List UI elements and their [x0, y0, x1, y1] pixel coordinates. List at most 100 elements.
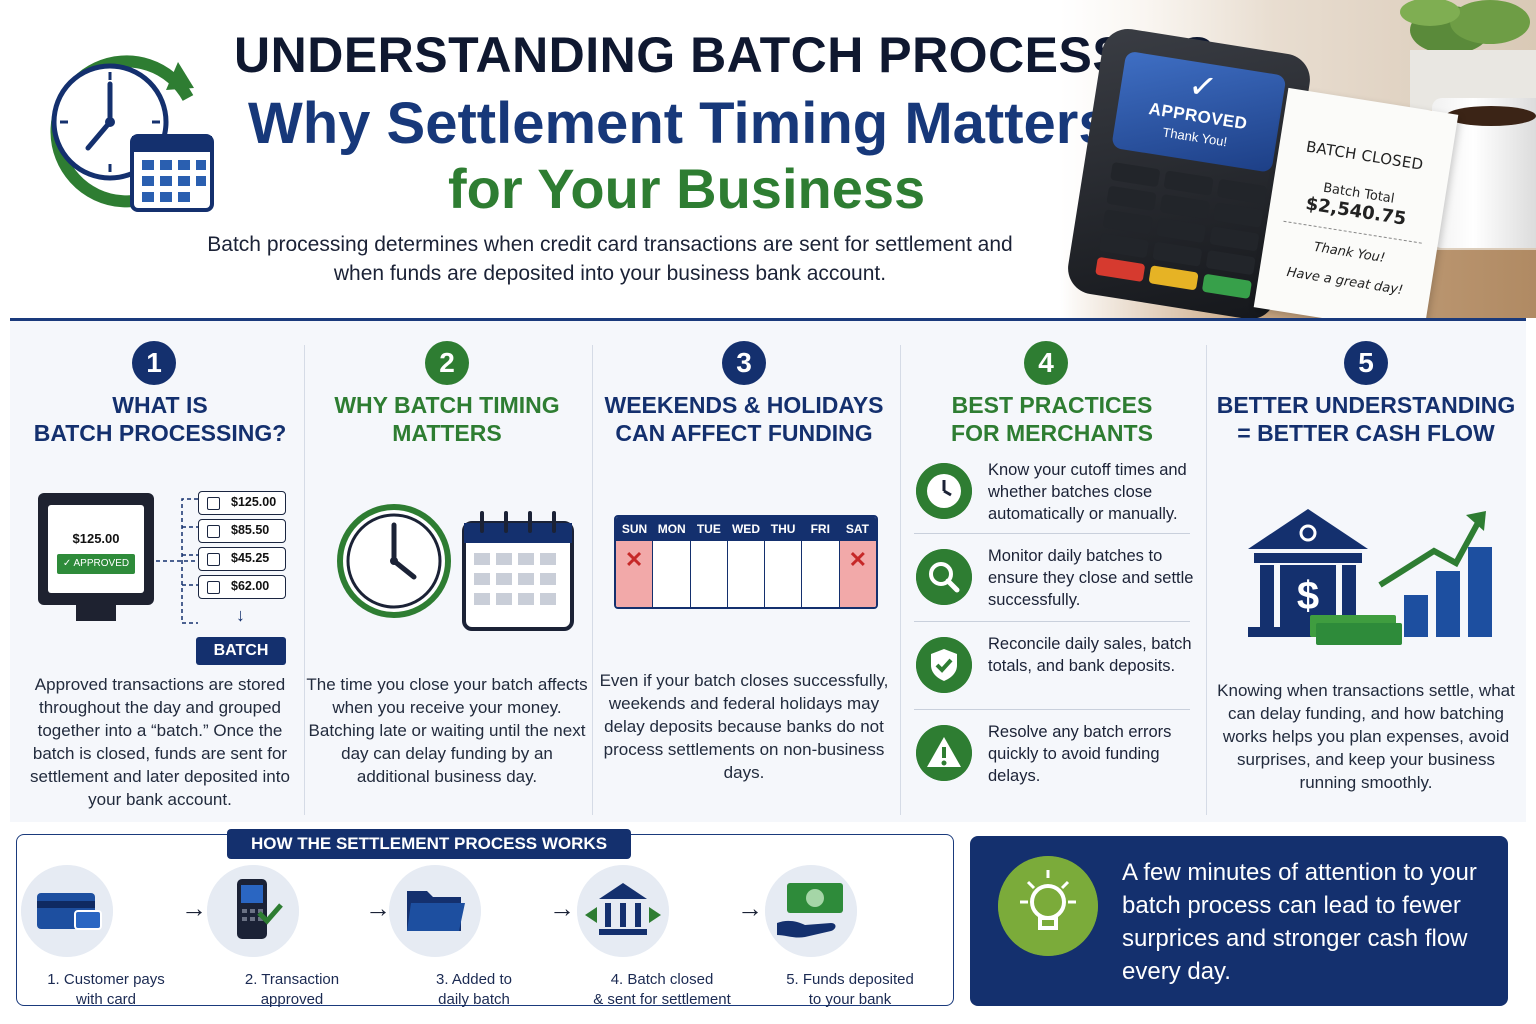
bank-growth-icon: $	[1248, 509, 1492, 645]
step-label: 4. Batch closed & sent for settlement	[577, 970, 747, 1010]
list-divider	[914, 621, 1190, 622]
section-title-line-1: BETTER UNDERSTANDING	[1216, 392, 1516, 418]
step-label: 5. Funds deposited to your bank	[765, 970, 935, 1010]
section-description: Approved transactions are stored through…	[30, 675, 290, 809]
best-practice-item: Know your cutoff times and whether batch…	[916, 459, 1192, 541]
weekend-day-cell	[616, 541, 654, 607]
week-header: SUN MON TUE WED THU FRI SAT	[616, 517, 876, 541]
credit-card-icon	[21, 865, 113, 957]
section-number: 5	[1344, 341, 1388, 385]
section-title-line-2: CAN AFFECT FUNDING	[615, 420, 873, 446]
step-label-line-1: 5. Funds deposited	[786, 971, 914, 988]
section-title-line-2: = BETTER CASH FLOW	[1237, 420, 1495, 446]
list-divider	[914, 709, 1190, 710]
phone-check-icon	[207, 865, 299, 957]
section-title-line-1: WEEKENDS & HOLIDAYS	[604, 392, 884, 418]
best-practice-text: Monitor daily batches to ensure they clo…	[988, 547, 1194, 609]
section-3: 3 WEEKENDS & HOLIDAYS CAN AFFECT FUNDING…	[594, 339, 894, 821]
monitor-approved-badge: ✓ APPROVED	[57, 554, 135, 574]
shield-check-icon	[916, 637, 972, 693]
column-divider	[1206, 345, 1207, 815]
step-label: 2. Transaction approved	[207, 970, 377, 1010]
column-divider	[592, 345, 593, 815]
section-title-line-1: BEST PRACTICES	[951, 392, 1153, 418]
section-number: 4	[1024, 341, 1068, 385]
best-practice-text: Resolve any batch errors quickly to avoi…	[988, 723, 1172, 785]
transaction-item: $125.00	[198, 491, 286, 515]
step-label-line-2: with card	[75, 991, 137, 1008]
arrow-right-icon: →	[549, 893, 575, 923]
svg-text:$: $	[1297, 574, 1319, 618]
section-number: 3	[722, 341, 766, 385]
weekday-cell	[691, 541, 728, 607]
list-divider	[914, 533, 1190, 534]
section-description: Even if your batch closes successfully, …	[599, 671, 889, 782]
sections-panel: 1 WHAT IS BATCH PROCESSING? $125.00 ✓ AP…	[10, 318, 1526, 822]
section-title: WHY BATCH TIMING MATTERS	[306, 391, 588, 447]
weekend-day-cell	[839, 541, 876, 607]
section-1: 1 WHAT IS BATCH PROCESSING? $125.00 ✓ AP…	[20, 339, 300, 821]
weekday-cell	[802, 541, 840, 607]
batch-receipt: BATCH CLOSED Batch Total $2,540.75 Thank…	[1253, 87, 1459, 335]
step-label-line-2: to your bank	[808, 991, 892, 1008]
step-label-line-1: 4. Batch closed	[610, 971, 714, 988]
weekday-cell	[653, 541, 691, 607]
step-label-line-1: 3. Added to	[436, 971, 512, 988]
process-step: 4. Batch closed & sent for settlement	[577, 865, 747, 1010]
arrow-right-icon: →	[737, 893, 763, 923]
warning-icon	[916, 725, 972, 781]
process-title: HOW THE SETTLEMENT PROCESS WORKS	[227, 829, 631, 859]
title-line-3: for Your Business	[448, 157, 926, 220]
section-description: Knowing when transactions settle, what c…	[1217, 681, 1515, 792]
section-4: 4 BEST PRACTICES FOR MERCHANTS Know your…	[902, 339, 1202, 821]
weekday-cell	[765, 541, 803, 607]
column-divider	[900, 345, 901, 815]
day-label: FRI	[810, 522, 830, 536]
weekday-cell	[728, 541, 766, 607]
clock-icon	[916, 463, 972, 519]
magnifier-icon	[916, 549, 972, 605]
day-label: MON	[657, 522, 686, 536]
day-label: TUE	[696, 522, 721, 536]
clock-calendar-icon	[337, 504, 574, 631]
down-arrow-icon: ↓	[236, 605, 245, 625]
section-number: 2	[425, 341, 469, 385]
transaction-item: $85.50	[198, 519, 286, 543]
day-label: SAT	[845, 522, 869, 536]
process-step: 5. Funds deposited to your bank	[765, 865, 935, 1010]
step-label-line-2: approved	[260, 991, 324, 1008]
section-title: WEEKENDS & HOLIDAYS CAN AFFECT FUNDING	[594, 391, 894, 447]
step-label: 3. Added to daily batch	[389, 970, 559, 1010]
section-number: 1	[132, 341, 176, 385]
day-label: THU	[770, 522, 796, 536]
step-label-line-1: 1. Customer pays	[47, 971, 165, 988]
transaction-item: $45.25	[198, 547, 286, 571]
clock-calendar-icon	[50, 55, 214, 212]
column-divider	[304, 345, 305, 815]
day-label: SUN	[621, 522, 648, 536]
tip-callout: A few minutes of attention to your batch…	[970, 836, 1508, 1006]
best-practice-item: Resolve any batch errors quickly to avoi…	[916, 721, 1192, 803]
section-2: 2 WHY BATCH TIMING MATTERS The time you …	[306, 339, 588, 821]
section-title-line-2: FOR MERCHANTS	[951, 420, 1153, 446]
monitor-status: APPROVED	[73, 558, 130, 569]
process-step: 2. Transaction approved	[207, 865, 377, 1010]
day-label: WED	[731, 522, 760, 536]
section-5: 5 BETTER UNDERSTANDING = BETTER CASH FLO…	[1208, 339, 1524, 821]
step-label-line-2: daily batch	[438, 991, 510, 1008]
best-practice-text: Know your cutoff times and whether batch…	[988, 461, 1187, 523]
batch-label: BATCH	[196, 637, 286, 665]
callout-text: A few minutes of attention to your batch…	[1122, 859, 1477, 985]
section-title-line-2: BATCH PROCESSING?	[33, 420, 287, 446]
section-title-line-2: MATTERS	[392, 420, 502, 446]
terminal-keypad	[1095, 161, 1268, 299]
process-step: 1. Customer pays with card	[21, 865, 191, 1010]
header: UNDERSTANDING BATCH PROCESSING: Why Sett…	[0, 0, 1536, 335]
section-title: BETTER UNDERSTANDING = BETTER CASH FLOW	[1208, 391, 1524, 447]
best-practice-item: Monitor daily batches to ensure they clo…	[916, 545, 1193, 627]
intro-text: Batch processing determines when credit …	[207, 233, 1013, 285]
section-title-line-1: WHY BATCH TIMING	[334, 392, 560, 418]
bank-arrows-icon	[577, 865, 669, 957]
best-practice-text: Reconcile daily sales, batch totals, and…	[988, 635, 1192, 675]
step-label-line-2: & sent for settlement	[593, 991, 731, 1008]
